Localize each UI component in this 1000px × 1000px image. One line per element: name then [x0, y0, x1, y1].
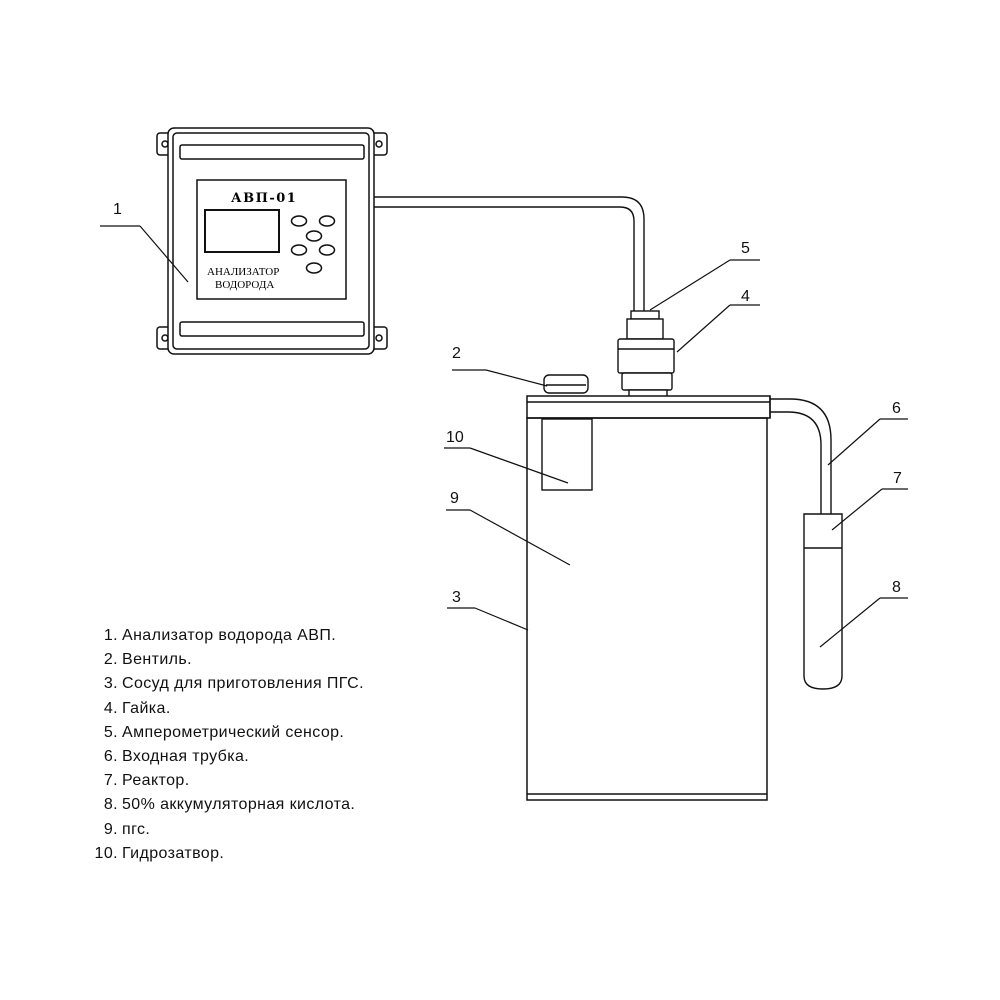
vessel-body [526, 417, 768, 801]
legend-number: 8. [103, 796, 118, 814]
leader-6-angled [827, 418, 881, 466]
legend-item: 8.50% аккумуляторная кислота. [88, 793, 468, 817]
valve [543, 374, 589, 394]
leader-lines [100, 225, 908, 648]
legend-text: Амперометрический сенсор. [122, 723, 345, 741]
legend-text: Вентиль. [122, 651, 192, 669]
leader-10-angled [469, 447, 569, 484]
hydraulic-lock [541, 418, 593, 491]
callout-6: 6 [892, 400, 901, 417]
vessel-lid [526, 395, 771, 419]
legend-item: 4.Гайка. [88, 697, 468, 721]
gas-vessel [526, 395, 771, 801]
top-rail [179, 144, 365, 160]
legend-text: Гидрозатвор. [122, 844, 225, 862]
leader-9-angled [469, 509, 571, 566]
amperometric-sensor [626, 310, 664, 340]
legend-text: Входная трубка. [122, 747, 250, 765]
analyzer-unit [156, 127, 388, 355]
legend-item: 10.Гидрозатвор. [88, 842, 468, 866]
leader-8-angled [819, 597, 881, 648]
leader-4-angled [676, 304, 731, 353]
legend: 1.Анализатор водорода АВП. 2.Вентиль. 3.… [88, 624, 468, 866]
leader-1-angled [139, 225, 189, 283]
callout-5: 5 [741, 240, 750, 257]
legend-text: Реактор. [122, 772, 190, 790]
sensor-nut [617, 338, 675, 399]
legend-text: пгс. [122, 820, 151, 838]
callout-1: 1 [113, 201, 122, 218]
leader-2-angled [485, 369, 548, 387]
legend-text: 50% аккумуляторная кислота. [122, 796, 356, 814]
legend-item: 3.Сосуд для приготовления ПГС. [88, 672, 468, 696]
leader-3-angled [474, 607, 529, 631]
legend-number: 5. [103, 723, 118, 741]
legend-number: 9. [103, 820, 118, 838]
legend-text: Гайка. [122, 699, 171, 717]
inlet-tube [769, 396, 832, 515]
device-model-title: АВП-01 [231, 191, 297, 206]
legend-number: 6. [103, 747, 118, 765]
legend-number: 10. [94, 844, 118, 862]
legend-number: 7. [103, 772, 118, 790]
analyzer-display [204, 209, 280, 253]
callout-10: 10 [446, 429, 464, 446]
callout-8: 8 [892, 579, 901, 596]
keypad-button [290, 244, 308, 256]
legend-item: 6.Входная трубка. [88, 745, 468, 769]
keypad-button [290, 215, 308, 227]
callout-9: 9 [450, 490, 459, 507]
legend-number: 4. [103, 699, 118, 717]
leader-5-angled [649, 259, 731, 311]
legend-item: 2.Вентиль. [88, 648, 468, 672]
legend-item: 5.Амперометрический сенсор. [88, 721, 468, 745]
callout-4: 4 [741, 288, 750, 305]
leader-7-angled [831, 488, 883, 531]
bottom-rail [179, 321, 365, 337]
legend-number: 3. [103, 675, 118, 693]
legend-number: 1. [103, 627, 118, 644]
legend-number: 2. [103, 651, 118, 669]
keypad-button [305, 262, 323, 274]
legend-text: Сосуд для приготовления ПГС. [122, 675, 364, 693]
keypad-button [318, 215, 336, 227]
keypad-button [318, 244, 336, 256]
reactor [803, 513, 843, 690]
device-label-line1: АНАЛИЗАТОР [207, 266, 279, 278]
device-label-line2: ВОДОРОДА [215, 279, 274, 291]
legend-item: 9.пгс. [88, 818, 468, 842]
front-panel [196, 179, 347, 300]
legend-item: 1.Анализатор водорода АВП. [88, 624, 468, 648]
callout-7: 7 [893, 470, 902, 487]
legend-text: Анализатор водорода АВП. [122, 627, 337, 644]
keypad-button [305, 230, 323, 242]
sensor-cable [374, 196, 645, 312]
callout-3: 3 [452, 589, 461, 606]
legend-item: 7.Реактор. [88, 769, 468, 793]
callout-2: 2 [452, 345, 461, 362]
